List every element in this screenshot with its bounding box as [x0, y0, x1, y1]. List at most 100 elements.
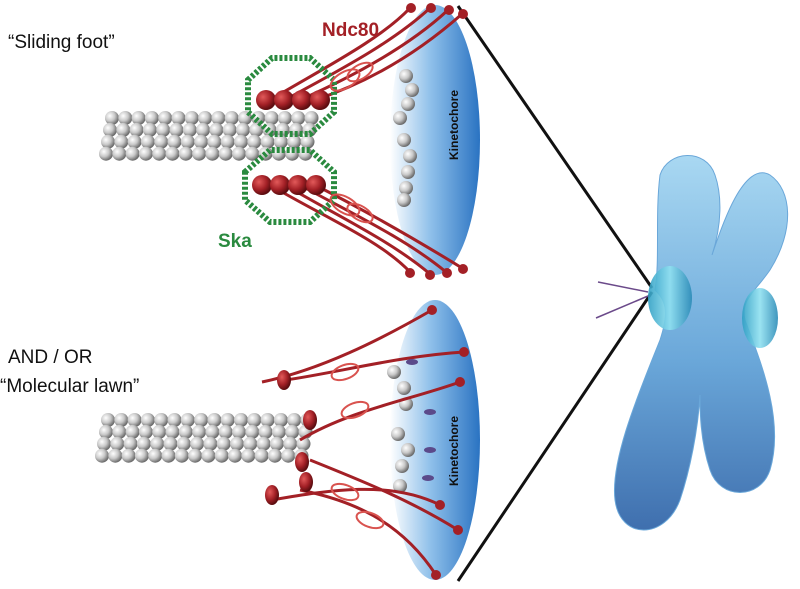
tubulin-subunit [245, 146, 260, 161]
tubulin-subunit [236, 122, 250, 137]
protofilament-end [401, 97, 415, 111]
ndc80-heads-top [405, 3, 468, 280]
molecular-lawn-label: “Molecular lawn” [0, 376, 139, 397]
tubulin-subunit [247, 134, 262, 149]
protofilament-end [393, 111, 407, 125]
tubulin-subunit [220, 134, 235, 149]
tubulin-subunit [148, 448, 163, 463]
protofilament-end [397, 193, 411, 207]
tubulin-subunit [232, 146, 246, 161]
ska-complex-top [242, 55, 337, 225]
tubulin-subunit [247, 413, 262, 427]
tubulin-subunit [152, 146, 167, 161]
tubulin-subunit [245, 424, 260, 439]
tubulin-subunit [110, 436, 125, 451]
tubulin-subunit [103, 122, 117, 137]
tubulin-subunit [167, 413, 182, 427]
tubulin-subunit [101, 134, 115, 149]
tubulin-subunit [140, 134, 155, 149]
tubulin-subunit [158, 111, 173, 125]
tubulin-subunit [127, 134, 142, 149]
tubulin-subunit [222, 122, 237, 137]
tubulin-subunit [154, 134, 169, 149]
and-or-label: AND / OR [8, 347, 92, 368]
tubulin-subunit [140, 413, 155, 427]
tubulin-subunit [230, 436, 244, 451]
tubulin-subunit [108, 448, 123, 463]
tubulin-subunit [97, 436, 111, 451]
tubulin-subunit [260, 134, 275, 149]
tubulin-subunit [267, 448, 282, 463]
tubulin-subunit [114, 134, 129, 149]
tubulin-subunit [112, 146, 127, 161]
tubulin-subunit [254, 448, 269, 463]
tubulin-subunit [194, 134, 209, 149]
tubulin-subunit [201, 448, 216, 463]
sliding-foot-label: “Sliding foot” [8, 32, 115, 53]
sliding-foot-panel: Kinetochore [99, 3, 480, 280]
tubulin-subunit [209, 122, 224, 137]
tubulin-subunit [101, 413, 115, 427]
tubulin-subunit [249, 122, 264, 137]
kinetochore-bottom-label: Kinetochore [447, 416, 461, 486]
tubulin-subunit [192, 146, 207, 161]
tubulin-subunit [165, 146, 180, 161]
tubulin-subunit [174, 448, 189, 463]
tubulin-subunit [116, 122, 131, 137]
tubulin-subunit [214, 448, 229, 463]
tubulin-subunit [234, 134, 248, 149]
tubulin-subunit [154, 413, 169, 427]
tubulin-subunit [180, 134, 195, 149]
tubulin-subunit [138, 424, 153, 439]
protofilament-end [403, 149, 417, 163]
tubulin-subunit [232, 424, 246, 439]
tubulin-subunit [228, 448, 242, 463]
tubulin-subunit [220, 413, 235, 427]
kinetochore-bottom [390, 300, 480, 580]
tubulin-subunit [218, 424, 233, 439]
tubulin-subunit [205, 424, 220, 439]
tubulin-subunit [296, 436, 311, 451]
tubulin-subunit [258, 424, 273, 439]
molecular-lawn-panel: Kinetochore [95, 300, 480, 580]
tubulin-subunit [211, 111, 226, 125]
tubulin-subunit [287, 134, 302, 149]
tubulin-subunit [264, 111, 279, 125]
protofilament-end [399, 181, 413, 195]
ndc80-fibrils-bottom [261, 308, 465, 576]
tubulin-subunit [118, 111, 133, 125]
protofilament-end [401, 443, 415, 457]
kinetochore-top [390, 5, 480, 275]
mt-line-1 [597, 281, 649, 293]
protofilament-end [405, 83, 419, 97]
tubulin-subunit [271, 424, 286, 439]
tubulin-subunit [167, 134, 182, 149]
chromosome [595, 155, 789, 531]
tubulin-subunit [171, 111, 186, 125]
tubulin-subunit [256, 436, 271, 451]
protofilament-end [397, 133, 411, 147]
tubulin-subunit [125, 424, 140, 439]
tubulin-subunit [125, 146, 140, 161]
protofilament-end [387, 365, 401, 379]
tubulin-subunit [285, 424, 300, 439]
tubulin-subunit [134, 448, 149, 463]
tubulin-subunit [112, 424, 127, 439]
zoom-lines [456, 5, 654, 582]
tubulin-subunit [176, 436, 191, 451]
ndc80-loops-bottom [330, 362, 385, 530]
ska-label: Ska [218, 231, 252, 252]
protofilament-end [399, 69, 413, 83]
tubulin-subunit [304, 111, 319, 125]
tubulin-subunit [144, 111, 159, 125]
tubulin-subunit [196, 122, 211, 137]
tubulin-subunit [169, 122, 184, 137]
tubulin-subunit [281, 448, 296, 463]
centromere-right [742, 288, 778, 348]
tubulin-subunit [198, 111, 213, 125]
tubulin-subunit [216, 436, 231, 451]
protofilament-end [397, 381, 411, 395]
tubulin-subunit [129, 122, 144, 137]
tubulin-subunit [127, 413, 142, 427]
protofilament-end [395, 459, 409, 473]
